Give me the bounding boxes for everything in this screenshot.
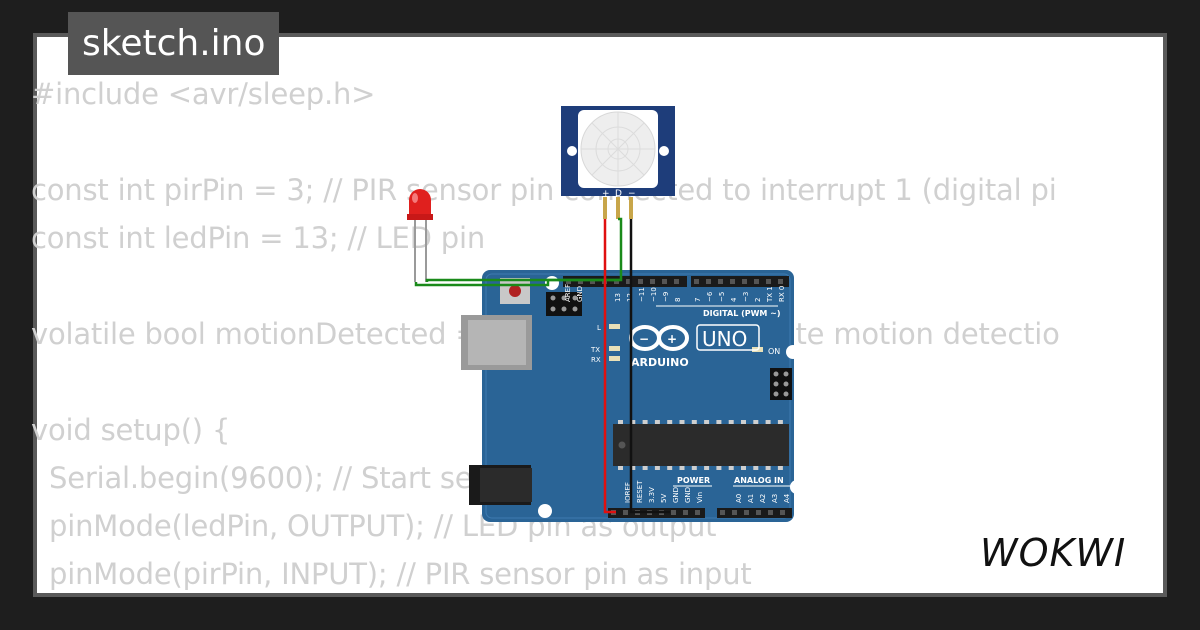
svg-text:WOKWI: WOKWI (980, 531, 1126, 575)
pin-label: ~9 (662, 292, 670, 302)
tx-label: TX (590, 346, 600, 354)
file-tab[interactable]: sketch.ino (68, 12, 280, 75)
analog-pin-label: A3 (771, 494, 779, 503)
pir-motion-sensor[interactable]: + D− (561, 106, 675, 219)
analog-header (717, 508, 792, 518)
on-label: ON (768, 347, 780, 356)
power-pin-label: GND (684, 487, 692, 503)
l-led-label: L (597, 324, 601, 332)
pin-label: AREF (564, 284, 572, 302)
analog-pin-label: A4 (783, 493, 791, 503)
pin-label: 7 (694, 298, 702, 302)
wire-pir-data (425, 217, 623, 282)
analog-pin-label: A0 (735, 494, 743, 503)
digital-header-left (563, 276, 687, 287)
digital-header-label: DIGITAL (PWM ~) (703, 309, 781, 318)
power-pin-label: 5V (660, 494, 668, 503)
analog-pin-label: A1 (747, 494, 755, 503)
pin-label: 8 (674, 298, 682, 302)
wire-pir-gnd (629, 219, 670, 514)
analog-pin-label: A2 (759, 494, 767, 503)
pin-label: ~6 (706, 291, 714, 302)
code-line: const int ledPin = 13; // LED pin (31, 221, 486, 255)
pin-label: ~11 (638, 287, 646, 302)
pin-label: ~3 (742, 292, 750, 302)
svg-text:+: + (667, 332, 677, 346)
pir-pin-label: + (602, 189, 610, 199)
analog-pin-label: A5 (795, 494, 803, 503)
pin-label: 2 (754, 298, 762, 302)
l-led (609, 324, 620, 329)
analog-header-label: ANALOG IN (734, 476, 784, 485)
code-line: void setup() { (31, 413, 231, 447)
wires (414, 217, 670, 514)
pin-label: RX 0 (778, 286, 786, 302)
power-pin-label: Vin (696, 492, 704, 503)
pin-label: 13 (614, 293, 622, 302)
wire-pir-vcc (603, 219, 616, 514)
pin-label: ~5 (718, 292, 726, 302)
red-led[interactable] (407, 189, 433, 282)
digital-header-right (691, 276, 789, 287)
arduino-brand-label: ARDUINO (631, 356, 689, 369)
power-pin-label: RESET (636, 480, 644, 503)
tx-led (609, 346, 620, 351)
power-pin-label: GND (672, 487, 680, 503)
power-pin-label: 3.3V (648, 487, 656, 503)
pin-label: GND (576, 286, 584, 302)
code-line: #include <avr/sleep.h> (31, 77, 376, 111)
atmega-chip (613, 424, 789, 466)
pin-label: 4 (730, 297, 738, 302)
pir-pin-label: D (615, 189, 622, 199)
svg-text:−: − (639, 332, 649, 346)
pir-pin-label: − (628, 189, 636, 199)
code-line: pinMode(pirPin, INPUT); // PIR sensor pi… (31, 557, 752, 591)
pin-label: ~10 (650, 287, 658, 302)
pin-label: TX 1 (766, 286, 774, 303)
rx-led (609, 356, 620, 361)
wokwi-logo: WOKWI (980, 531, 1126, 575)
power-header-label: POWER (677, 476, 710, 485)
power-pin-label: IOREF (624, 482, 632, 503)
board-model-label: UNO (702, 327, 747, 351)
rx-label: RX (591, 356, 601, 364)
